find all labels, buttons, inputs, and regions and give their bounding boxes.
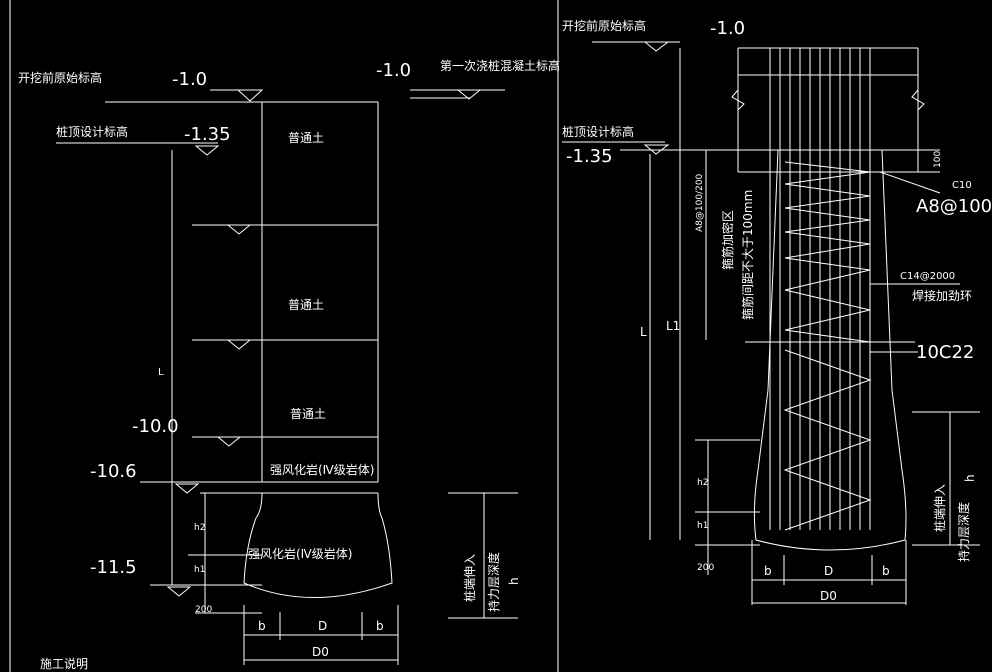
- right-label-embed: 桩端伸入: [932, 484, 947, 532]
- right-spec-dense-zone: A8@100/200: [695, 173, 705, 232]
- right-stirrup-upper: [784, 161, 871, 343]
- right-pile-outline: [753, 149, 907, 551]
- left-elev-layer-4: -10.6: [90, 461, 137, 482]
- right-dim-b-left: b: [764, 564, 772, 578]
- left-layer-2: 普通土: [288, 298, 324, 312]
- left-label-original-ground: 开挖前原始标高: [18, 70, 102, 85]
- left-dim-200: 200: [195, 605, 212, 615]
- left-dim-L: L: [158, 367, 164, 378]
- right-spec-c14: C14@2000: [900, 271, 955, 282]
- left-layer-3: 普通土: [290, 407, 326, 421]
- right-ground-marker: [643, 41, 670, 52]
- left-bottom-marker: [166, 586, 192, 597]
- left-elev-bottom: -11.5: [90, 557, 137, 578]
- left-label-bearing: 持力层深度: [486, 552, 501, 612]
- right-spec-c10: C10: [952, 180, 972, 191]
- right-dim-100: 100: [933, 151, 943, 168]
- right-label-spacing: 箍筋间距不大于100mm: [740, 190, 755, 320]
- left-layer-5: 强风化岩(Ⅳ级岩体): [248, 546, 352, 561]
- left-layer-marker-1: [226, 224, 252, 235]
- left-dim-D: D: [318, 619, 327, 633]
- right-elev-ground: -1.0: [710, 18, 745, 39]
- right-break-left: [731, 89, 745, 111]
- left-elev-pile-top: -1.35: [184, 124, 231, 145]
- left-dim-D0: D0: [312, 645, 329, 659]
- right-pile-reinforcement: 开挖前原始标高 -1.0 桩顶设计标高 -1.35: [562, 18, 992, 605]
- left-elev-first-pour: -1.0: [376, 60, 411, 81]
- right-spec-main-bar: 10C22: [916, 342, 974, 363]
- left-label-first-pour: 第一次浇桩混凝土标高: [440, 58, 560, 73]
- left-layer-marker-3: [216, 436, 242, 447]
- left-label-embed: 桩端伸入: [462, 554, 477, 602]
- left-dim-h1: h1: [194, 565, 205, 575]
- left-layer-marker-2: [226, 339, 252, 350]
- right-dim-L: L: [640, 325, 647, 339]
- right-main-bars: [769, 48, 871, 530]
- left-dim-b-left: b: [258, 619, 266, 633]
- left-pile-top-marker: [194, 145, 220, 156]
- left-dim-h: h: [507, 577, 521, 585]
- right-dim-L1: L1: [666, 319, 680, 333]
- right-break-right: [911, 89, 925, 111]
- left-first-pour-marker: [456, 89, 482, 100]
- left-layer-4: 强风化岩(Ⅳ级岩体): [270, 462, 374, 477]
- right-c10-leader: [879, 171, 941, 194]
- left-elev-ground: -1.0: [172, 69, 207, 90]
- right-label-dense-zone: 箍筋加密区: [720, 210, 735, 270]
- right-label-original-ground: 开挖前原始标高: [562, 18, 646, 33]
- left-pile-section: 开挖前原始标高 -1.0 -1.0 第一次浇桩混凝土标高 桩顶设计标高 -1.3…: [9, 0, 560, 672]
- left-ground-marker: [236, 89, 264, 102]
- right-dim-200: 200: [697, 563, 714, 573]
- left-label-pile-top: 桩顶设计标高: [56, 124, 128, 139]
- left-layer-marker-4: [174, 483, 200, 494]
- right-elev-pile-top: -1.35: [566, 146, 613, 167]
- right-dim-b-right: b: [882, 564, 890, 578]
- left-note: 施工说明: [40, 656, 88, 671]
- right-dim-h1: h1: [697, 521, 708, 531]
- right-dim-D0: D0: [820, 589, 837, 603]
- right-dim-D: D: [824, 564, 833, 578]
- left-elev-layer-3: -10.0: [132, 416, 179, 437]
- left-dim-b-right: b: [376, 619, 384, 633]
- right-stirrup-lower: [783, 349, 872, 531]
- right-spec-a8: A8@100: [916, 196, 992, 217]
- right-label-bearing: 持力层深度: [956, 502, 971, 562]
- left-layer-1: 普通土: [288, 131, 324, 145]
- left-dim-h2: h2: [194, 523, 205, 533]
- right-dim-h: h: [963, 474, 977, 482]
- right-label-ring: 焊接加劲环: [912, 288, 972, 303]
- right-dim-h2: h2: [697, 478, 708, 488]
- right-label-pile-top: 桩顶设计标高: [562, 124, 634, 139]
- left-bell-outline: [243, 492, 393, 598]
